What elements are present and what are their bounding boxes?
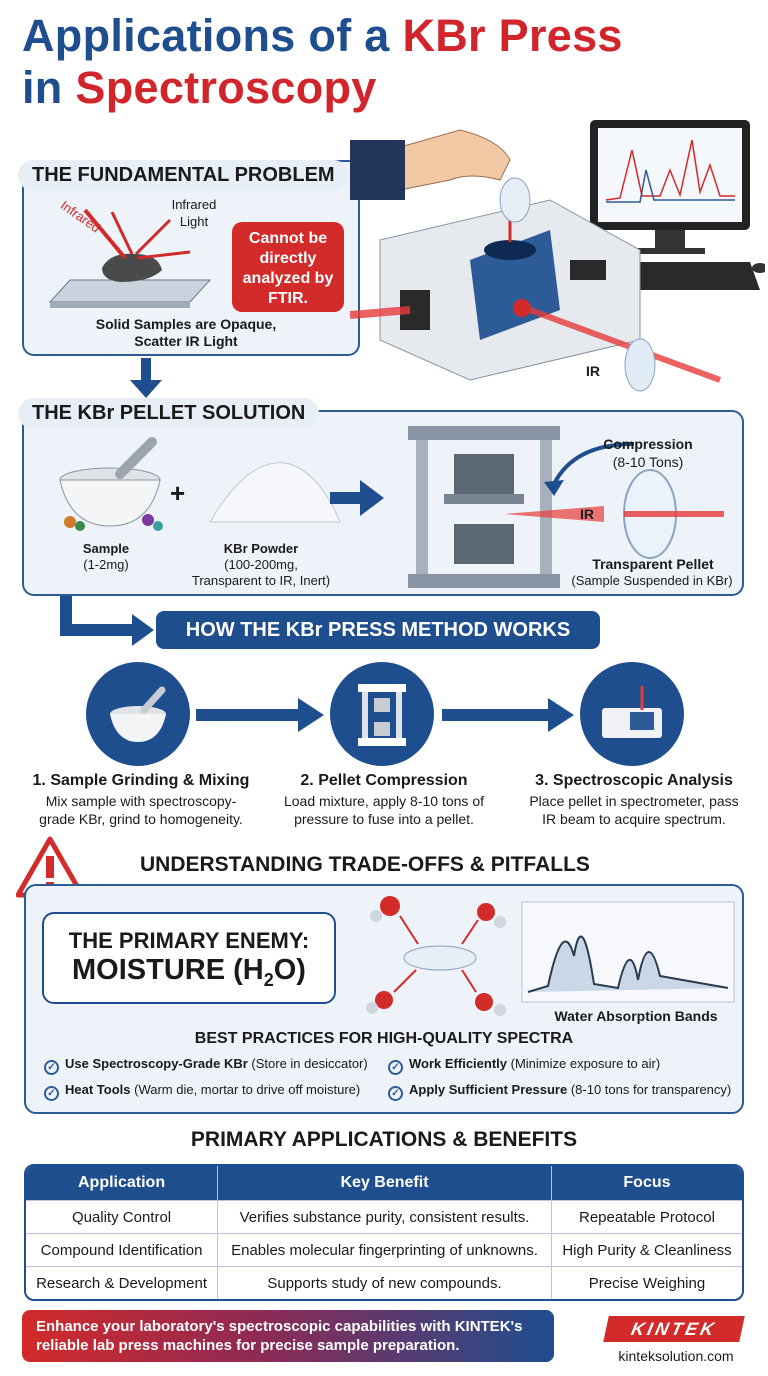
enemy-line-1: THE PRIMARY ENEMY:	[68, 928, 310, 953]
applications-title: PRIMARY APPLICATIONS & BENEFITS	[190, 1128, 578, 1151]
water-bands-label: Water Absorption Bands	[554, 1008, 718, 1024]
plus-sign: +	[170, 478, 186, 508]
table-cell: Supports study of new compounds.	[217, 1266, 551, 1299]
cannot-analyze-callout: Cannot be directly analyzed by FTIR.	[232, 222, 344, 312]
kbr-amount: (100-200mg,	[224, 557, 298, 572]
step-3-desc-2: IR beam to acquire spectrum.	[542, 811, 726, 827]
step-3-desc-1: Place pellet in spectrometer, pass	[529, 793, 739, 809]
table-row: Research & Development Supports study of…	[26, 1266, 742, 1299]
ftir-spectrometer-illustration	[350, 120, 765, 392]
table-cell: Enables molecular fingerprinting of unkn…	[217, 1233, 551, 1266]
table-header: Application	[26, 1166, 218, 1200]
sample-amount: (1-2mg)	[83, 557, 129, 572]
press-illustration	[408, 426, 724, 588]
ir-beam-label: IR	[580, 506, 594, 522]
step-2-desc-1: Load mixture, apply 8-10 tons of	[283, 793, 484, 809]
moisture-illustration	[366, 896, 506, 1016]
check-icon: ✓	[388, 1086, 403, 1101]
best-practice-3: ✓Heat Tools (Warm die, mortar to drive o…	[44, 1082, 360, 1101]
how-banner: HOW THE KBr PRESS METHOD WORKS	[156, 611, 600, 649]
ir-label: IR	[586, 363, 600, 379]
primary-enemy-box: THE PRIMARY ENEMY: MOISTURE (H2O)	[42, 912, 336, 1004]
step-1-desc-1: Mix sample with spectroscopy-	[45, 793, 237, 809]
table-cell: Repeatable Protocol	[550, 1200, 742, 1233]
arrow-right-icon	[330, 480, 384, 516]
water-absorption-spectrum	[521, 901, 735, 1003]
arrow-down-icon	[130, 358, 162, 398]
tradeoffs-title: UNDERSTANDING TRADE-OFFS & PITFALLS	[140, 853, 590, 876]
check-icon: ✓	[44, 1060, 59, 1075]
kbr-label: KBr Powder	[223, 541, 299, 556]
enemy-line-2: MOISTURE (H2O)	[72, 954, 306, 990]
grinding-icon	[86, 662, 190, 766]
website-link[interactable]: kinteksolution.com	[618, 1348, 734, 1364]
table-cell: Verifies substance purity, consistent re…	[217, 1200, 551, 1233]
table-cell: High Purity & Cleanliness	[550, 1233, 742, 1266]
best-practice-4: ✓Apply Sufficient Pressure (8-10 tons fo…	[388, 1082, 731, 1101]
best-practice-1: ✓Use Spectroscopy-Grade KBr (Store in de…	[44, 1056, 368, 1075]
applications-table: Application Key Benefit Focus Quality Co…	[24, 1164, 744, 1301]
footer-cta[interactable]: Enhance your laboratory's spectroscopic …	[22, 1310, 554, 1362]
problem-label: THE FUNDAMENTAL PROBLEM	[18, 160, 349, 191]
step-2-title: 2. Pellet Compression	[300, 772, 468, 789]
table-cell: Research & Development	[26, 1266, 218, 1299]
spectrometer-icon	[580, 662, 684, 766]
compression-amount: (8-10 Tons)	[612, 454, 684, 470]
step-arrow-1-icon	[196, 698, 324, 732]
step-1-title: 1. Sample Grinding & Mixing	[32, 772, 250, 789]
table-header-row: Application Key Benefit Focus	[26, 1166, 742, 1200]
table-cell: Compound Identification	[26, 1233, 218, 1266]
table-cell: Quality Control	[26, 1200, 218, 1233]
best-practice-2: ✓Work Efficiently (Minimize exposure to …	[388, 1056, 660, 1075]
pellet-label: Transparent Pellet	[592, 556, 714, 572]
table-row: Compound Identification Enables molecula…	[26, 1233, 742, 1266]
check-icon: ✓	[388, 1060, 403, 1075]
compression-label: Compression	[603, 436, 693, 452]
problem-caption-1: Solid Samples are Opaque,	[95, 316, 277, 332]
step-3-title: 3. Spectroscopic Analysis	[535, 772, 733, 789]
pellet-desc: (Sample Suspended in KBr)	[571, 573, 733, 588]
problem-caption-2: Scatter IR Light	[134, 333, 238, 349]
infrared-light-label: Infrared Light	[171, 197, 217, 229]
sample-label: Sample	[82, 541, 130, 556]
table-cell: Precise Weighing	[550, 1266, 742, 1299]
table-header: Key Benefit	[217, 1166, 551, 1200]
kintek-logo[interactable]: KINTEK	[603, 1316, 745, 1342]
opaque-sample-illustration	[48, 208, 212, 308]
table-header: Focus	[550, 1166, 742, 1200]
kbr-desc: Transparent to IR, Inert)	[191, 573, 331, 588]
page-title: Applications of a KBr Press in Spectrosc…	[22, 10, 623, 113]
solution-label: THE KBr PELLET SOLUTION	[18, 398, 320, 429]
best-practices-title: BEST PRACTICES FOR HIGH-QUALITY SPECTRA	[194, 1030, 574, 1047]
press-icon	[330, 662, 434, 766]
step-1-desc-2: grade KBr, grind to homogeneity.	[39, 811, 243, 827]
bent-arrow-icon	[60, 596, 154, 646]
sample-kbr-illustration	[59, 437, 341, 531]
step-2-desc-2: pressure to fuse into a pellet.	[294, 811, 474, 827]
table-row: Quality Control Verifies substance purit…	[26, 1200, 742, 1233]
step-arrow-2-icon	[442, 698, 574, 732]
check-icon: ✓	[44, 1086, 59, 1101]
